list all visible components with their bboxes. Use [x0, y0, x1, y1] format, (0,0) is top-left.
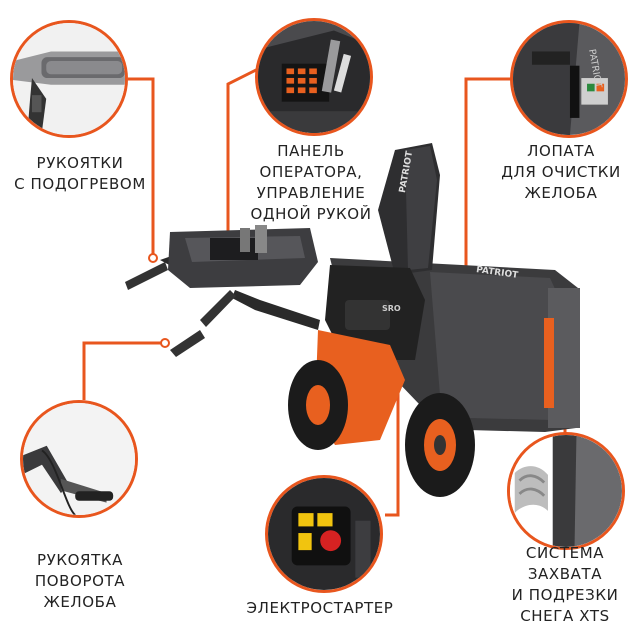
snowblower-illustration	[125, 143, 580, 497]
operator-panel-closeup	[255, 18, 373, 136]
chute-rotation-label: Рукоятка поворота желоба	[34, 551, 126, 611]
callout-line-starter	[385, 345, 400, 517]
heated-handles-label: Рукоятки с подогревом	[14, 154, 146, 193]
engine-badge: SRO	[382, 304, 401, 313]
heated-handles-closeup	[10, 20, 128, 138]
callout-dot-heated-handles	[148, 253, 158, 263]
xts-system-label: Система захвата и подрезки снега XTS	[511, 544, 619, 625]
chute-crank-icon	[23, 403, 135, 515]
chute-rotation-closeup	[20, 400, 138, 518]
callout-line-chute-rotation	[82, 341, 163, 400]
operator-panel-label: Панель оператора, управление одной рукой	[250, 142, 372, 223]
chute-shovel-closeup: PATRIOT	[510, 20, 628, 138]
callout-line-operator-panel	[226, 65, 263, 260]
xts-system-closeup	[507, 432, 625, 550]
electric-starter-closeup	[265, 475, 383, 593]
electric-starter-label: Электростартер	[246, 599, 394, 617]
chute-shovel-icon: PATRIOT	[513, 23, 625, 135]
starter-button-icon	[268, 478, 380, 590]
heated-handle-icon	[13, 23, 125, 135]
chute-shovel-label: Лопата для очистки желоба	[501, 142, 621, 202]
callout-line-heated-handles	[128, 77, 155, 255]
callout-dot-chute-rotation	[160, 338, 170, 348]
callout-line-chute-shovel	[464, 77, 512, 290]
xts-blade-icon	[510, 435, 622, 547]
control-panel-icon	[258, 21, 370, 133]
